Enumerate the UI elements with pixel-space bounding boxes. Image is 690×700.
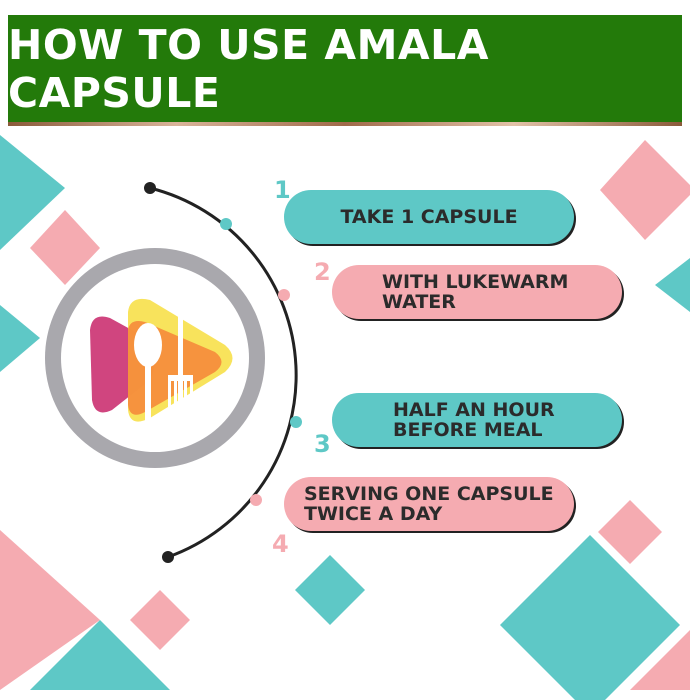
teal-triangle <box>0 135 65 250</box>
pink-triangle <box>0 530 100 690</box>
title-banner: HOW TO USE AMALA CAPSULE <box>8 15 682 122</box>
divider <box>8 122 682 126</box>
timeline-end-dot <box>144 182 156 194</box>
timeline-dot <box>220 218 232 230</box>
step-text: WATER <box>382 291 456 313</box>
step-text: BEFORE MEAL <box>393 419 543 441</box>
pink-diamond <box>598 500 662 564</box>
step-2-pill: WITH LUKEWARM WATER <box>332 265 622 319</box>
step-number: 3 <box>314 430 331 458</box>
pink-diamond <box>30 210 100 285</box>
plate-icon <box>45 248 265 468</box>
pink-diamond <box>130 590 190 650</box>
pink-triangle <box>630 630 690 690</box>
timeline-end-dot <box>162 551 174 563</box>
step-text: SERVING ONE CAPSULE <box>304 483 554 505</box>
step-text: TWICE A DAY <box>304 503 443 525</box>
teal-triangle <box>0 305 40 372</box>
timeline-dot <box>278 289 290 301</box>
teal-diamond <box>500 535 680 700</box>
teal-diamond <box>295 555 365 625</box>
step-number: 2 <box>314 258 331 286</box>
teal-triangle <box>655 258 690 312</box>
fork-icon <box>168 305 193 415</box>
timeline-dot <box>290 416 302 428</box>
step-text: TAKE 1 CAPSULE <box>340 206 518 228</box>
step-1-pill: TAKE 1 CAPSULE <box>284 190 574 244</box>
step-text: WITH LUKEWARM <box>382 271 569 293</box>
timeline-dot <box>250 494 262 506</box>
step-3-pill: HALF AN HOUR BEFORE MEAL <box>332 393 622 447</box>
step-number: 4 <box>272 530 289 558</box>
teal-triangle <box>30 620 170 690</box>
spoon-icon <box>134 323 162 445</box>
timeline-arc <box>149 186 298 559</box>
step-number: 1 <box>274 176 291 204</box>
page-title: HOW TO USE AMALA CAPSULE <box>8 20 489 117</box>
step-text: HALF AN HOUR <box>393 399 555 421</box>
step-4-pill: SERVING ONE CAPSULE TWICE A DAY <box>284 477 574 531</box>
pink-diamond <box>600 140 690 240</box>
